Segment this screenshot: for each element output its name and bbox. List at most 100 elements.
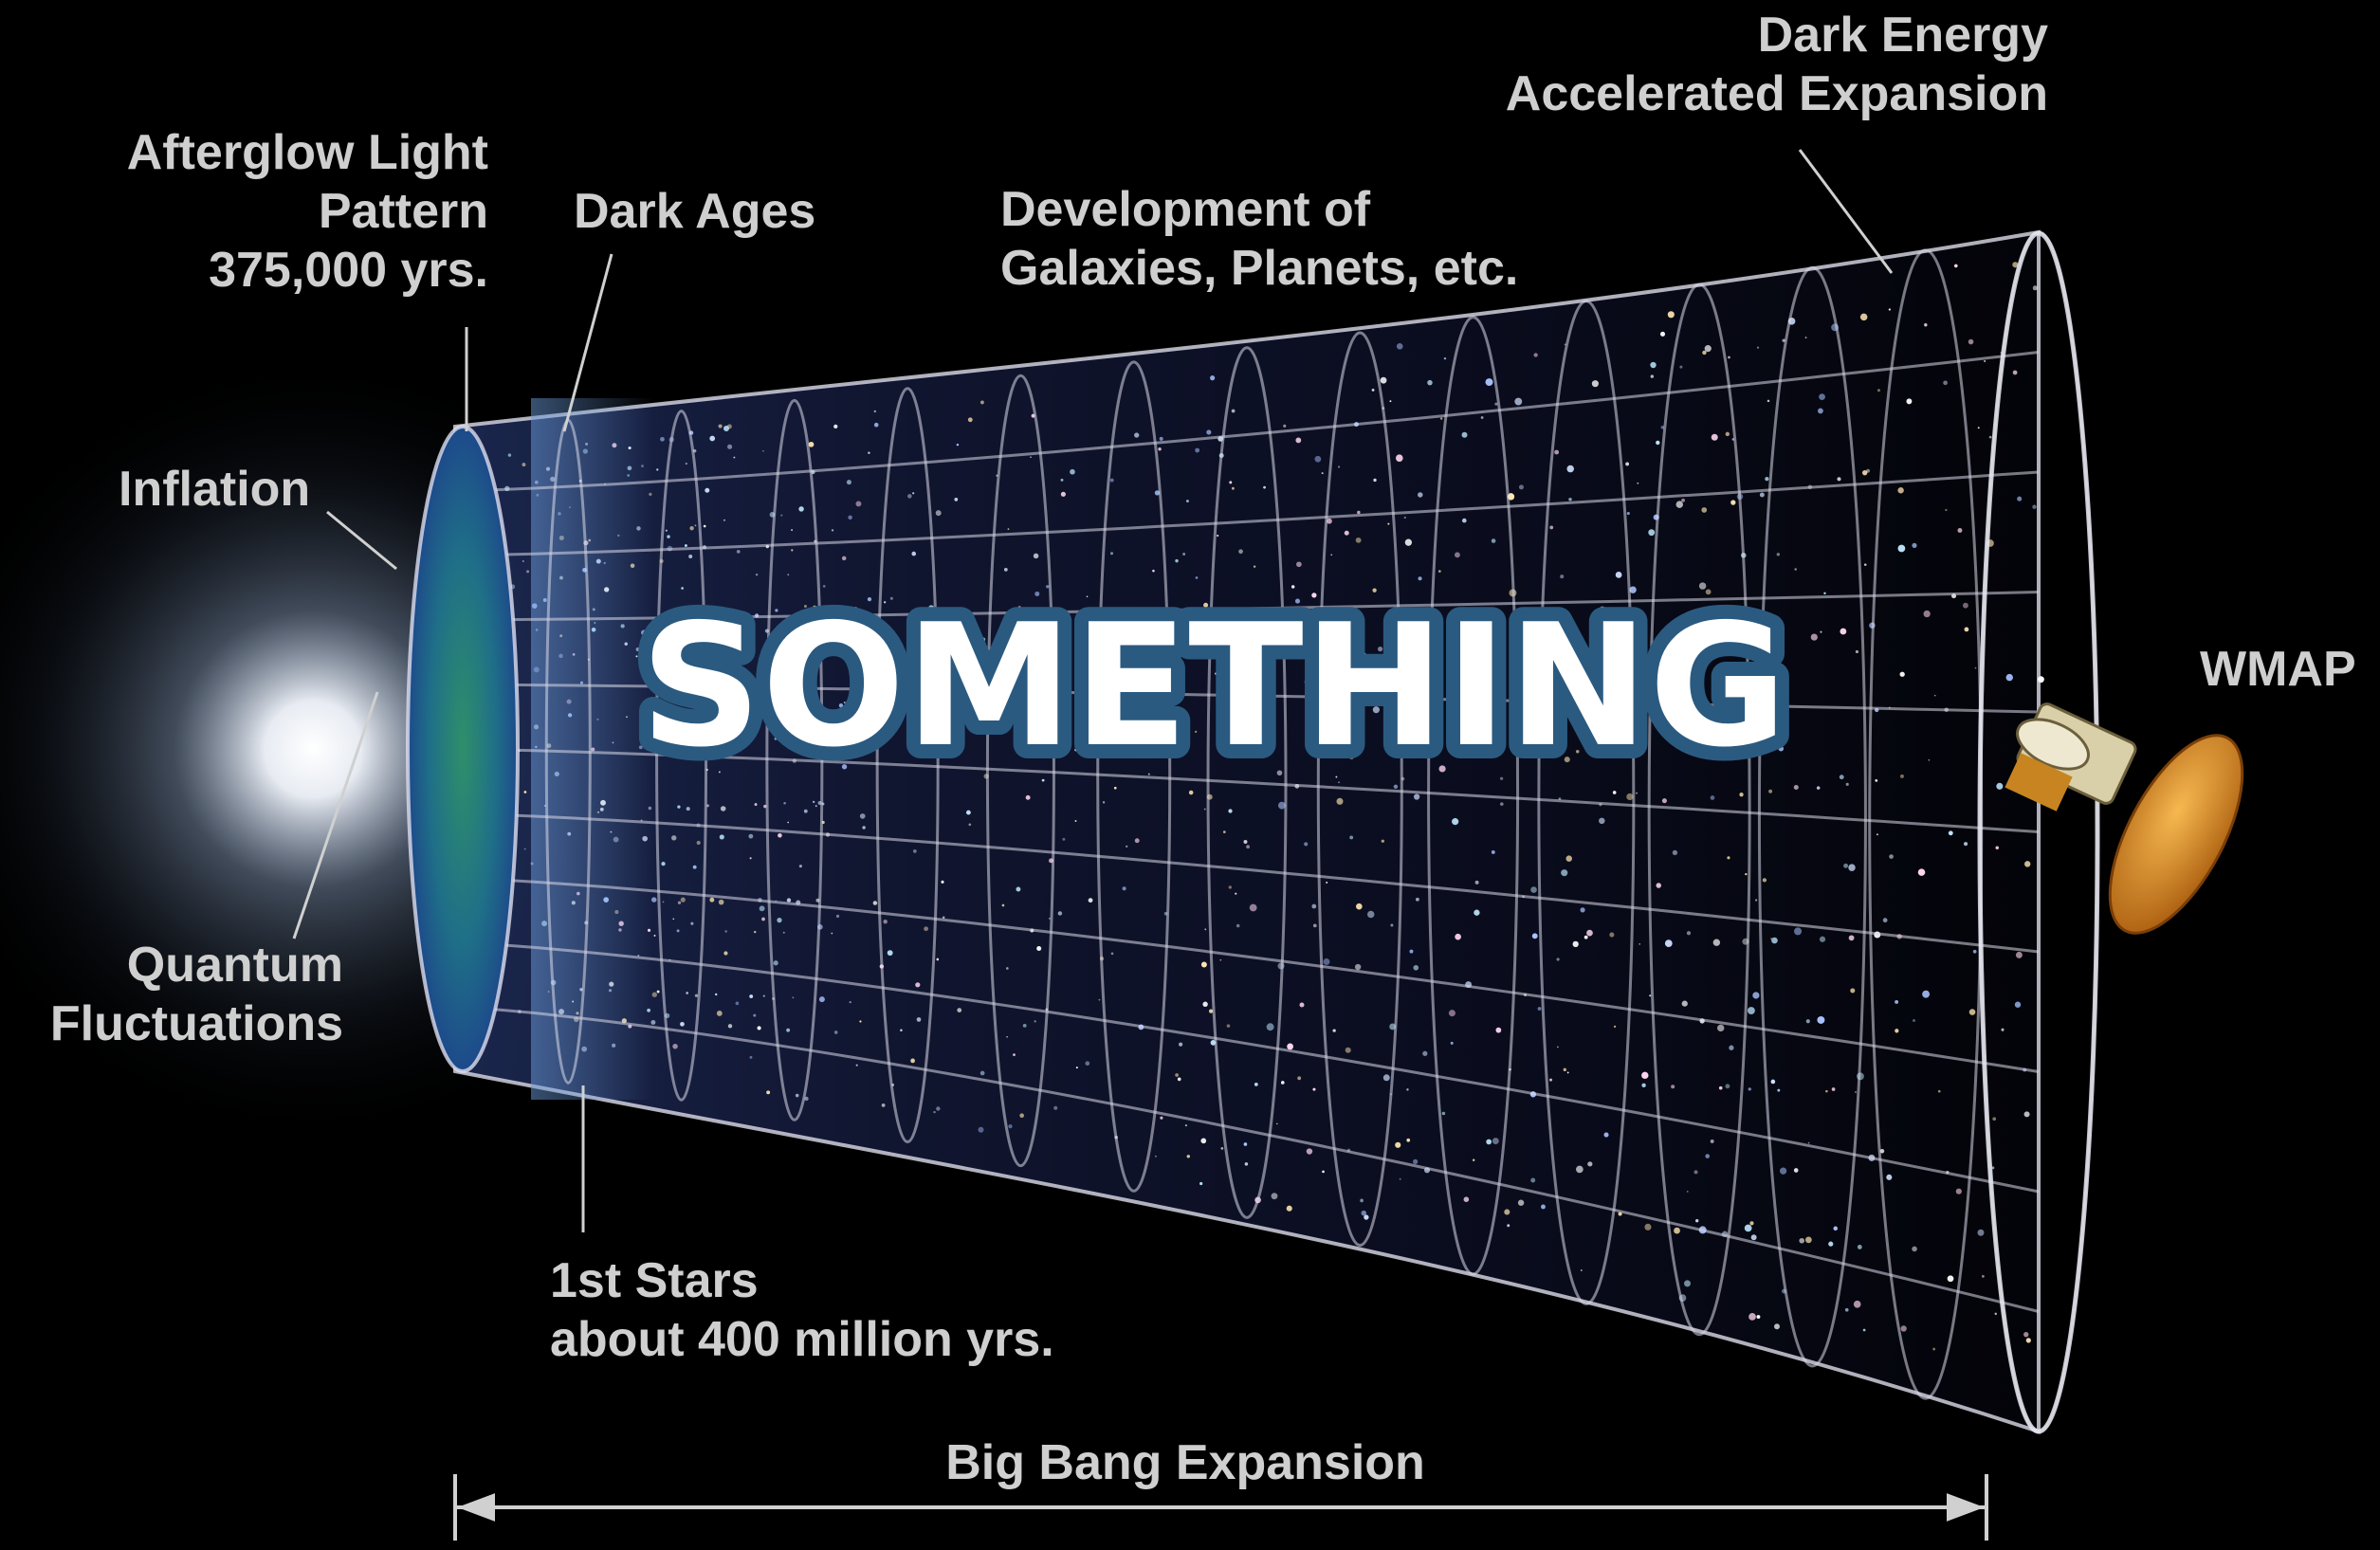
star — [680, 1022, 685, 1027]
star — [1272, 1193, 1278, 1199]
star — [1768, 790, 1772, 793]
star — [1023, 1024, 1027, 1028]
star — [954, 498, 958, 501]
star — [1662, 798, 1667, 803]
star — [1336, 798, 1343, 805]
star — [1924, 611, 1931, 617]
star — [1687, 1191, 1689, 1193]
star — [1614, 1026, 1616, 1028]
star — [733, 457, 735, 459]
star — [1134, 432, 1139, 437]
star — [728, 1024, 732, 1028]
star — [1360, 1199, 1364, 1203]
star — [778, 833, 782, 838]
star — [1819, 393, 1825, 400]
star — [936, 1106, 940, 1110]
star — [1755, 899, 1757, 901]
star — [1533, 353, 1537, 356]
star — [1636, 793, 1638, 794]
star — [689, 526, 693, 530]
star — [1705, 345, 1712, 352]
star — [1711, 1140, 1714, 1143]
star — [1860, 314, 1867, 320]
star — [1019, 1113, 1024, 1118]
star — [1404, 517, 1406, 519]
star — [1455, 552, 1460, 557]
star — [1245, 1162, 1248, 1165]
star — [1481, 416, 1484, 419]
star — [980, 1071, 985, 1076]
star — [1616, 572, 1622, 578]
star — [1729, 1046, 1733, 1050]
star — [873, 901, 878, 905]
star — [1592, 380, 1599, 387]
overlay-text-fill: SOMETHING — [640, 593, 1787, 782]
star — [1627, 512, 1630, 515]
star — [1089, 898, 1093, 903]
star — [1126, 846, 1127, 848]
star — [1984, 360, 1986, 362]
star — [943, 916, 945, 919]
star — [1372, 389, 1375, 392]
star — [1557, 1046, 1559, 1048]
star — [1383, 1074, 1390, 1081]
star — [912, 492, 914, 494]
star — [1820, 937, 1825, 942]
star — [1228, 809, 1232, 812]
star — [900, 1029, 903, 1031]
star — [777, 918, 781, 922]
star — [842, 556, 847, 561]
star — [1650, 362, 1656, 368]
star — [911, 552, 916, 556]
star — [1281, 1081, 1285, 1085]
star — [1427, 380, 1433, 386]
star — [1613, 791, 1617, 794]
star — [1504, 1209, 1510, 1214]
star — [1442, 1112, 1446, 1116]
star — [1299, 1002, 1304, 1007]
star — [1204, 928, 1206, 930]
star — [1276, 1123, 1278, 1125]
star — [847, 480, 851, 484]
star — [1748, 1087, 1751, 1090]
star — [1076, 1067, 1078, 1068]
star — [1473, 1159, 1474, 1161]
star — [1702, 351, 1706, 355]
star — [1034, 554, 1039, 559]
star — [1712, 434, 1718, 441]
star — [1833, 1227, 1838, 1231]
quantum-label-line1: Quantum — [19, 936, 343, 994]
star — [1895, 1000, 1898, 1004]
star — [1883, 918, 1888, 922]
star — [1561, 869, 1567, 876]
star — [2013, 371, 2018, 375]
star — [1492, 850, 1495, 854]
star — [1817, 1016, 1824, 1024]
star — [1155, 1156, 1157, 1158]
star — [1444, 357, 1446, 359]
star — [1886, 1175, 1892, 1180]
star — [1486, 1140, 1492, 1145]
star — [1160, 437, 1163, 441]
star — [1949, 830, 1953, 835]
star — [760, 905, 765, 911]
star — [1748, 1313, 1756, 1321]
star — [1206, 429, 1211, 434]
star — [1449, 1010, 1455, 1016]
star — [1898, 545, 1906, 553]
star — [1943, 380, 1948, 385]
star — [1995, 847, 1999, 850]
star — [1730, 500, 1735, 504]
star — [704, 525, 706, 528]
star — [1238, 549, 1243, 554]
star — [757, 1026, 760, 1030]
star — [819, 996, 825, 1002]
star — [791, 529, 793, 531]
star — [1244, 1142, 1248, 1146]
star — [833, 425, 837, 429]
star — [1406, 1139, 1410, 1142]
star — [1603, 1132, 1608, 1137]
star — [1673, 850, 1677, 855]
star — [1232, 487, 1235, 490]
star — [709, 898, 714, 903]
